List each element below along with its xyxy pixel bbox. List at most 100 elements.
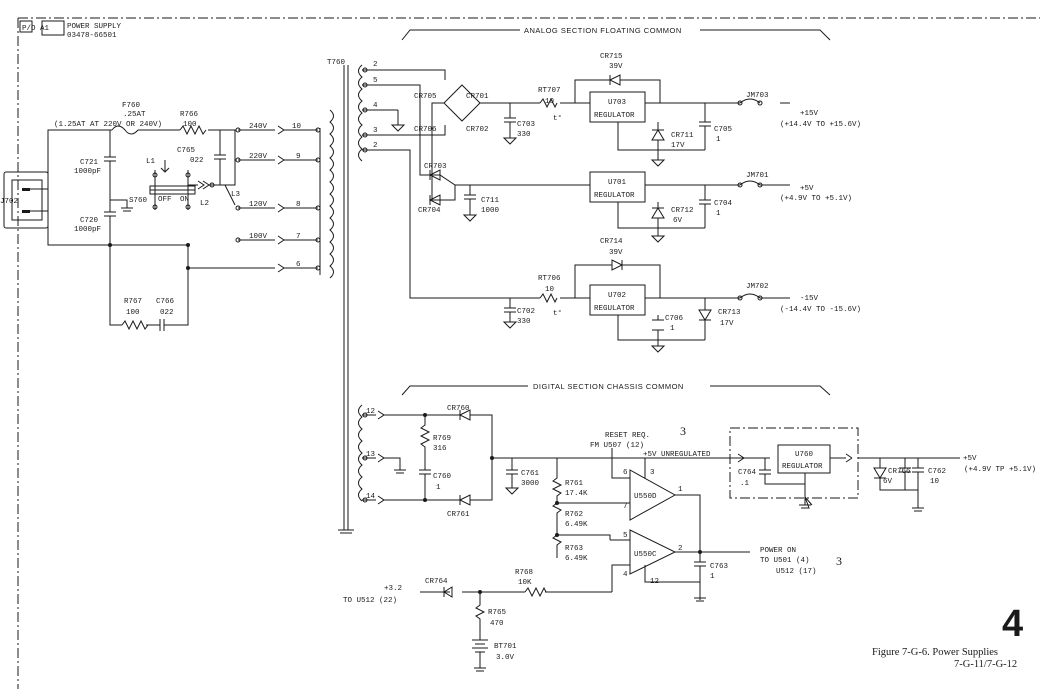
r769-c760 (419, 415, 431, 500)
u550c-opamp (629, 529, 677, 575)
r767-ref: R767 (124, 298, 142, 306)
r765-value: 470 (490, 620, 504, 628)
mark-3-b: 3 (836, 554, 842, 568)
rt706 (539, 292, 558, 304)
c761-value: 3000 (521, 480, 540, 488)
analog-section-bracket (401, 29, 831, 41)
sec-pin-b: 5 (373, 77, 378, 85)
rt706-t: t° (553, 309, 562, 318)
c766-value: 022 (160, 309, 174, 317)
header-title: POWER SUPPLY (67, 23, 122, 31)
c702-ref: C702 (517, 308, 535, 316)
switch-on: ON (180, 196, 189, 204)
ac-input-connector (3, 171, 49, 229)
to-u512-label: TO U512 (22) (343, 597, 397, 605)
rt707-ref: RT707 (538, 87, 561, 95)
u550c-label: U550C (634, 551, 657, 559)
c706-value: 1 (670, 325, 675, 333)
cr766-ref: CR766 (888, 468, 911, 476)
jm702-label: JM702 (746, 283, 769, 291)
r768 (524, 586, 547, 598)
cr764-label: CR764 (425, 578, 448, 586)
out1-range: (+14.4V TO +15.6V) (780, 121, 861, 129)
tap-6-pin: 6 (296, 261, 301, 269)
fuse-ref: F760 (122, 102, 141, 110)
out1-v: +15V (800, 110, 819, 118)
resistor-r766 (179, 124, 207, 136)
l1-arrow (160, 160, 170, 173)
selector-l2-l3 (188, 180, 236, 206)
c706 (617, 315, 705, 353)
r767-value: 100 (126, 309, 140, 317)
page-number: 4 (1002, 603, 1023, 645)
power-on-2: TO U501 (4) (760, 557, 810, 565)
opamp-wiring (557, 448, 750, 600)
cr715-ref: CR715 (600, 53, 623, 61)
dig-pin-14: 14 (366, 493, 376, 501)
c766-ref: C766 (156, 298, 175, 306)
tap-220-label: 220V (249, 153, 268, 161)
u702-type: REGULATOR (594, 305, 635, 313)
cr766-value: 6V (883, 478, 893, 486)
cr715 (574, 74, 661, 103)
jm703-label: JM703 (746, 92, 769, 100)
r766-value: 100 (183, 121, 197, 129)
connector-ref: J702 (0, 198, 18, 206)
header-ref: P/O A1 (22, 25, 50, 33)
c760-value: 1 (436, 484, 441, 492)
digital-secondary-taps (362, 410, 425, 505)
unregulated-label: +5V UNREGULATED (643, 451, 711, 459)
bridge-rectifier (431, 84, 510, 138)
switch-ref: S760 (129, 197, 148, 205)
dig-out-v: +5V (963, 455, 977, 463)
l2-label: L2 (200, 200, 209, 208)
cr713-ref: CR713 (718, 309, 741, 317)
u760-shield (729, 427, 859, 499)
dig-pin-13: 13 (366, 451, 376, 459)
analog-secondary-taps (362, 67, 510, 299)
c704 (699, 185, 711, 228)
cr701-label: CR701 (466, 93, 489, 101)
frame (17, 17, 1040, 689)
u760-regulator (777, 444, 831, 474)
c705-ref: C705 (714, 126, 733, 134)
cr713-value: 17V (720, 320, 734, 328)
jm701-label: JM701 (746, 172, 769, 180)
out3-range: (-14.4V TO -15.6V) (780, 306, 861, 314)
snubber-wire (109, 245, 189, 326)
capacitors-c721-c720 (104, 130, 116, 245)
pin-5: 5 (623, 532, 628, 540)
c720-ref: C720 (80, 217, 99, 225)
c702-value: 330 (517, 318, 531, 326)
switch-body (149, 185, 196, 195)
cr711-value: 17V (671, 142, 685, 150)
pin-6: 6 (623, 469, 628, 477)
r763-ref: R763 (565, 545, 584, 553)
c702 (502, 298, 518, 329)
c703-ref: C703 (517, 121, 536, 129)
plus32-label: +3.2 (384, 585, 402, 593)
r768-ref: R768 (515, 569, 533, 577)
rt707-t: t° (553, 114, 562, 123)
rt706-value: 10 (545, 286, 555, 294)
fuse-value: .25AT (123, 111, 146, 119)
line-wire-top (47, 129, 236, 189)
r765-bt701 (472, 592, 488, 672)
resistor-r767 (121, 319, 149, 331)
pin-3: 3 (650, 469, 655, 477)
out3-v: -15V (800, 295, 819, 303)
pin-4: 4 (623, 571, 628, 579)
analog-section-title: ANALOG SECTION FLOATING COMMON (524, 26, 682, 35)
pin-7: 7 (623, 503, 628, 511)
r769-ref: R769 (433, 435, 451, 443)
t760-ref: T760 (327, 59, 346, 67)
c764 (759, 458, 813, 509)
capacitor-c766 (159, 319, 170, 331)
cr711-ref: CR711 (671, 132, 694, 140)
cr764 (443, 586, 453, 598)
jm701 (739, 180, 761, 186)
r768-value: 10K (518, 579, 532, 587)
c711 (462, 185, 478, 222)
u701-type: REGULATOR (594, 192, 635, 200)
cr714-value: 39V (609, 249, 623, 257)
